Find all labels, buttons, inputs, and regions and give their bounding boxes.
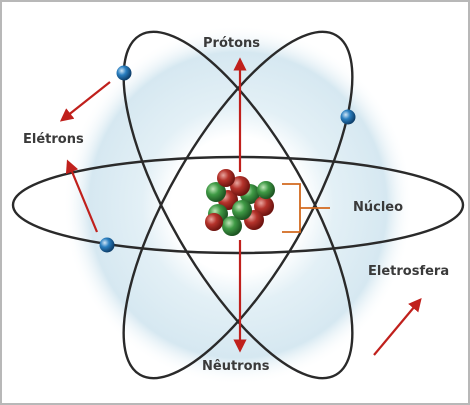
electron-arrow-top <box>59 81 111 122</box>
proton <box>230 176 250 196</box>
electrons <box>99 65 356 253</box>
orbits <box>11 30 465 380</box>
nucleus-label: Núcleo <box>353 200 404 215</box>
electrosphere-label: Eletrosfera <box>368 264 450 279</box>
electron-right <box>340 109 356 125</box>
neutron <box>257 181 275 199</box>
protons-label: Prótons <box>203 36 261 51</box>
electrons-label: Elétrons <box>23 132 84 147</box>
neutron <box>206 182 226 202</box>
proton <box>217 169 235 187</box>
neutrons-label: Nêutrons <box>202 359 270 374</box>
orbit-horizontal <box>11 155 465 255</box>
proton <box>254 196 274 216</box>
nucleus-bracket <box>282 183 330 233</box>
electron-bottom-left <box>99 237 115 253</box>
electron-arrow-bottom <box>65 159 99 233</box>
orbit-tilted-right <box>122 30 354 380</box>
electron-top-left <box>116 65 132 81</box>
neutron <box>232 200 252 220</box>
neutron <box>222 216 242 236</box>
arrows <box>59 57 422 356</box>
nucleus <box>205 169 275 236</box>
proton <box>205 213 223 231</box>
orbit-tilted-left <box>122 30 354 380</box>
electrosphere-arrow <box>373 297 422 356</box>
